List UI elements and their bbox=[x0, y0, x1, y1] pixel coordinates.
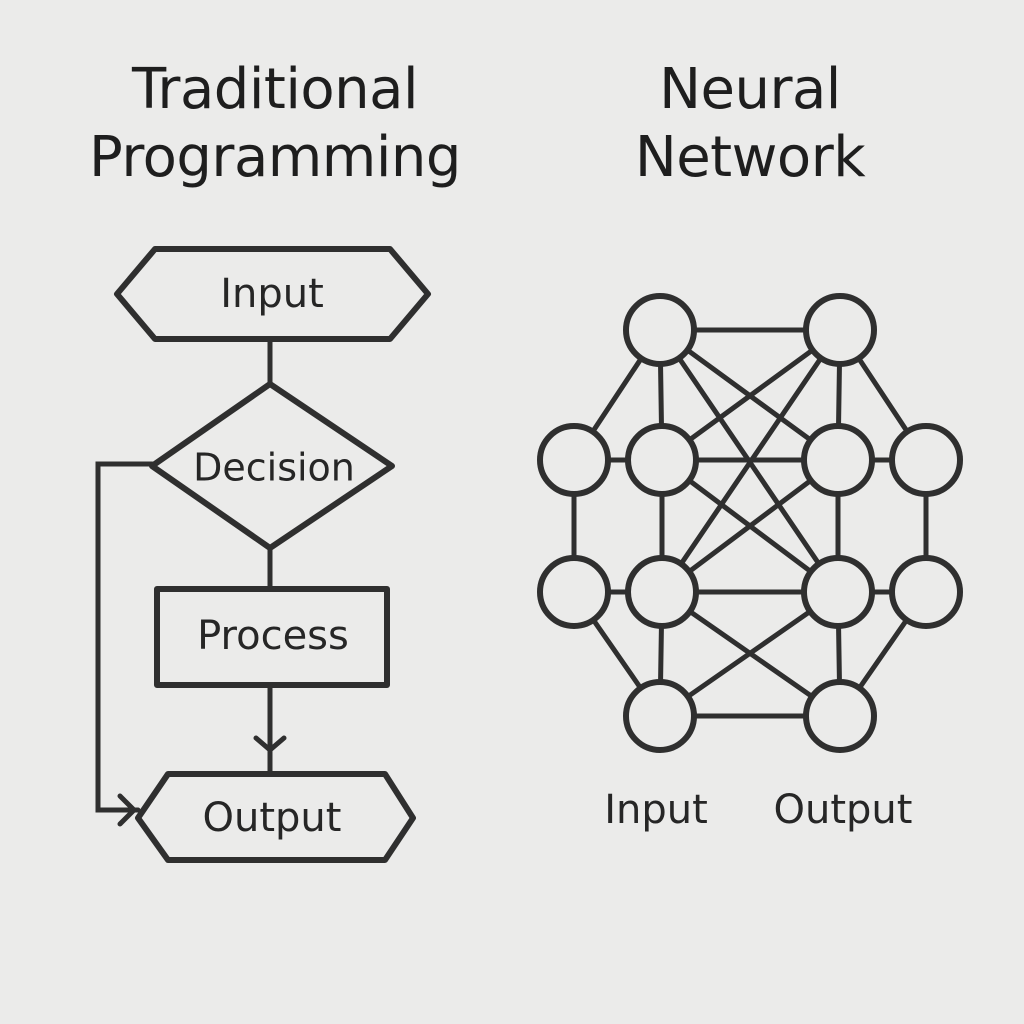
network-input-label: Input bbox=[604, 787, 708, 833]
input-hexagon bbox=[114, 246, 431, 342]
connector-decision-loop bbox=[95, 461, 155, 813]
network-node bbox=[889, 555, 963, 629]
network-nodes bbox=[537, 293, 963, 753]
process-label: Process bbox=[197, 613, 349, 659]
traditional-programming-title: Traditional Programming bbox=[40, 56, 510, 192]
neural-network: Input Output bbox=[537, 293, 963, 833]
network-node bbox=[803, 679, 877, 753]
title-left-line1: Traditional bbox=[131, 57, 419, 122]
network-node bbox=[889, 423, 963, 497]
network-edges bbox=[571, 327, 929, 719]
network-node bbox=[625, 555, 699, 629]
output-hexagon bbox=[135, 771, 416, 863]
flowchart: Input Decision Process Output bbox=[95, 246, 431, 863]
neural-network-title: Neural Network bbox=[520, 56, 980, 192]
title-right-line2: Network bbox=[634, 125, 866, 190]
title-left-line2: Programming bbox=[89, 125, 461, 190]
decision-label: Decision bbox=[193, 446, 355, 490]
network-node bbox=[801, 423, 875, 497]
output-label: Output bbox=[203, 795, 342, 841]
title-right-line1: Neural bbox=[659, 57, 841, 122]
network-output-label: Output bbox=[774, 787, 913, 833]
network-node bbox=[537, 423, 611, 497]
decision-diamond bbox=[149, 381, 395, 551]
arrowhead-process-output bbox=[253, 735, 287, 754]
network-node bbox=[537, 555, 611, 629]
network-node bbox=[623, 293, 697, 367]
network-node bbox=[623, 679, 697, 753]
process-rectangle bbox=[154, 586, 390, 688]
input-label: Input bbox=[220, 271, 324, 317]
network-node bbox=[625, 423, 699, 497]
network-node bbox=[801, 555, 875, 629]
arrowhead-loop-output bbox=[117, 793, 138, 827]
network-node bbox=[803, 293, 877, 367]
